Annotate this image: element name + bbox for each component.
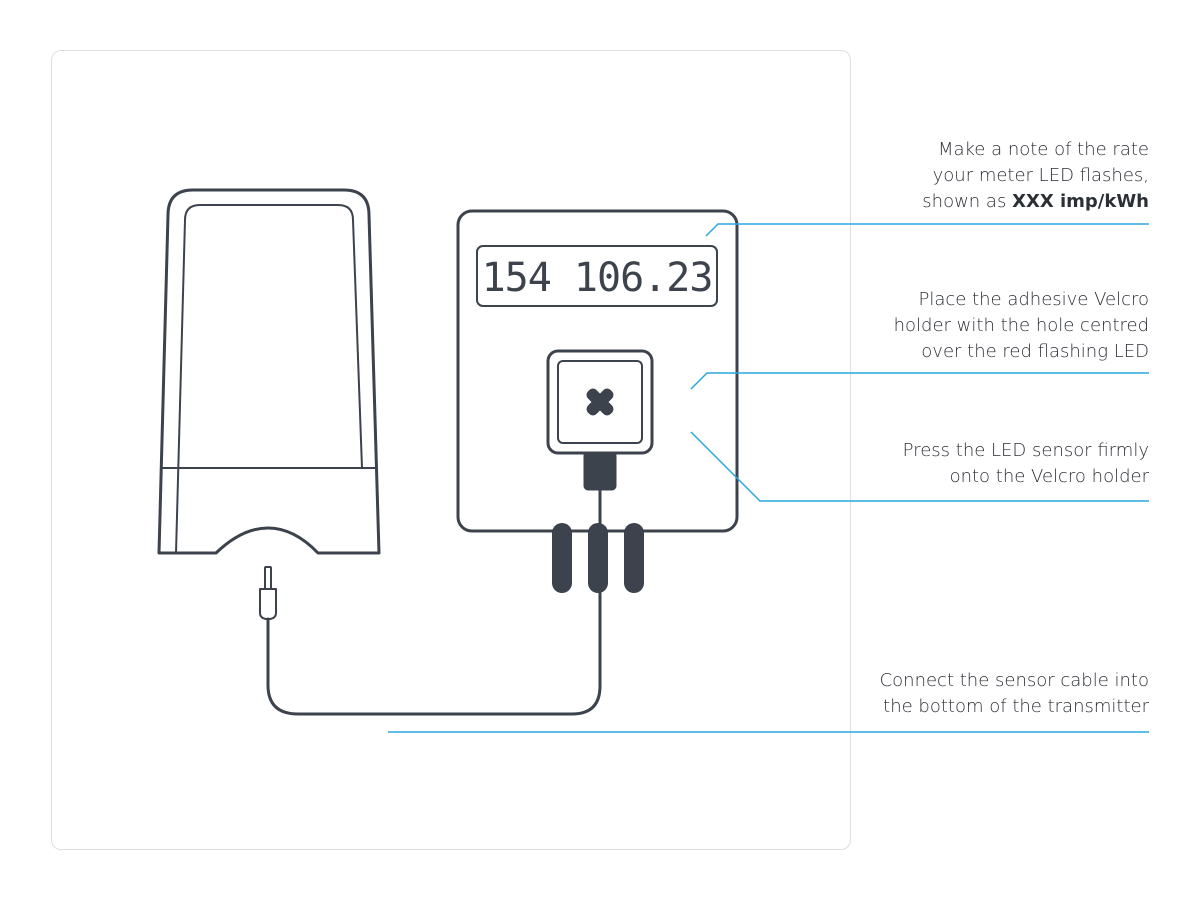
- callout-line: Place the adhesive Velcro: [918, 289, 1149, 310]
- transmitter-unit: [157, 188, 381, 555]
- callout-line: over the red flashing LED: [921, 341, 1149, 362]
- leader-line-2: [690, 372, 1149, 390]
- callout-line: Press the LED sensor firmly: [902, 440, 1149, 461]
- led-sensor: [583, 451, 617, 491]
- callout-line: onto the Velcro holder: [949, 466, 1149, 487]
- callout-line: your meter LED flashes,: [932, 165, 1149, 186]
- callout-text: shown as: [922, 191, 1013, 212]
- callout-line: holder with the hole centred: [893, 315, 1149, 336]
- callout-connect-cable: Connect the sensor cable into the bottom…: [809, 668, 1149, 720]
- sensor-plug: [259, 566, 277, 620]
- callout-line: Connect the sensor cable into: [879, 670, 1149, 691]
- callout-press-sensor: Press the LED sensor firmly onto the Vel…: [809, 438, 1149, 490]
- cross-icon: [586, 388, 614, 416]
- callout-line: the bottom of the transmitter: [883, 696, 1149, 717]
- callout-note-flash-rate: Make a note of the rate your meter LED f…: [809, 137, 1149, 215]
- illustration-panel: [51, 50, 851, 850]
- leader-line-1: [705, 223, 1149, 237]
- meter-display-reading: 154 106.23: [482, 255, 713, 301]
- callout-line: shown as XXX imp/kWh: [809, 189, 1149, 215]
- sensor-cable: [266, 487, 602, 716]
- imp-rate-label: XXX imp/kWh: [1012, 191, 1149, 212]
- callout-velcro-holder: Place the adhesive Velcro holder with th…: [809, 287, 1149, 365]
- leader-line-3: [690, 431, 1149, 502]
- electricity-meter: [456, 209, 739, 593]
- callout-line: Make a note of the rate: [937, 139, 1149, 160]
